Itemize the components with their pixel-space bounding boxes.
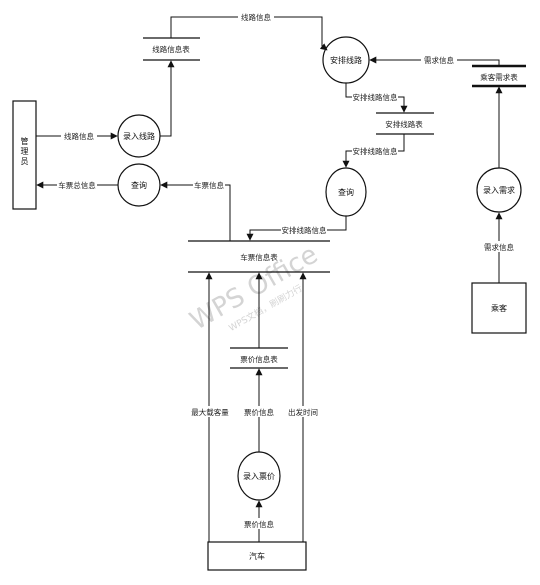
flow-route-info-admin-label: 线路信息 — [64, 131, 94, 141]
flow-ticket-info: 车票信息 — [160, 179, 231, 241]
entity-bus: 汽车 — [207, 541, 307, 571]
process-query-admin: 查询 — [117, 163, 161, 207]
process-enter-price: 录入票价 — [237, 451, 281, 501]
store-ticket-info-label: 车票信息表 — [240, 252, 278, 262]
flow-route-info-admin: 线路信息 — [36, 130, 118, 141]
process-arrange-route: 安排线路 — [322, 36, 370, 84]
flow-max-capacity: 最大载客量 — [190, 272, 230, 542]
flow-demand-info-bottom-label: 需求信息 — [484, 242, 514, 252]
flow-arranged-route-3: 安排线路信息 — [246, 216, 347, 241]
store-passenger-demand-label: 乘客需求表 — [480, 72, 518, 82]
flow-route-info-top: 线路信息 — [170, 11, 328, 51]
flow-ticket-total-info-label: 车票总信息 — [58, 180, 96, 190]
flow-demand-info-bottom: 需求信息 — [482, 212, 516, 283]
flow-price-info-up: 票价信息 — [243, 368, 275, 452]
flow-departure-time-label: 出发时间 — [288, 407, 318, 417]
process-enter-route: 录入线路 — [117, 114, 161, 158]
process-arrange-route-label: 安排线路 — [330, 55, 362, 65]
flow-arranged-route-1-label: 安排线路信息 — [353, 92, 398, 102]
flow-departure-time: 出发时间 — [286, 272, 320, 542]
flow-arranged-route-3-label: 安排线路信息 — [282, 225, 327, 235]
process-query-admin-label: 查询 — [131, 180, 147, 190]
flow-route-info-top-label: 线路信息 — [241, 12, 271, 22]
store-arranged-route-label: 安排线路表 — [385, 119, 423, 129]
process-enter-price-label: 录入票价 — [243, 472, 275, 481]
entity-bus-label: 汽车 — [249, 551, 265, 561]
entity-admin: 管理员 — [12, 100, 37, 210]
flow-max-capacity-label: 最大载客量 — [191, 407, 229, 417]
flow-price-info-bottom-label: 票价信息 — [244, 519, 274, 529]
flow-arranged-route-1: 安排线路信息 — [345, 83, 408, 113]
flow-arranged-route-2: 安排线路信息 — [342, 134, 405, 168]
store-arranged-route: 安排线路表 — [376, 112, 434, 135]
flow-arranged-route-2-label: 安排线路信息 — [353, 146, 398, 156]
flow-price-info-up-label: 票价信息 — [244, 407, 274, 417]
process-enter-demand-label: 录入需求 — [483, 185, 515, 195]
flow-demand-info-top: 需求信息 — [369, 54, 500, 66]
flow-demand-info-top-label: 需求信息 — [424, 55, 454, 65]
process-query-arranged: 查询 — [325, 167, 367, 217]
process-query-arranged-label: 查询 — [338, 187, 354, 197]
entity-passenger: 乘客 — [471, 282, 527, 334]
store-route-info-label: 线路信息表 — [152, 44, 190, 54]
process-enter-demand: 录入需求 — [476, 167, 522, 213]
entity-passenger-label: 乘客 — [491, 303, 507, 313]
flow-ticket-info-label: 车票信息 — [194, 180, 224, 190]
store-passenger-demand: 乘客需求表 — [472, 64, 526, 88]
flow-ticket-total-info: 车票总信息 — [36, 179, 118, 190]
entity-admin-label: 管理员 — [21, 136, 29, 166]
store-ticket-info: 车票信息表 — [188, 240, 330, 273]
flow-enter-route-to-store — [160, 60, 175, 137]
store-price-info-label: 票价信息表 — [240, 354, 278, 364]
store-price-info: 票价信息表 — [230, 347, 288, 369]
flow-price-info-bottom: 票价信息 — [243, 500, 275, 542]
store-route-info: 线路信息表 — [143, 37, 200, 61]
process-enter-route-label: 录入线路 — [123, 131, 155, 141]
